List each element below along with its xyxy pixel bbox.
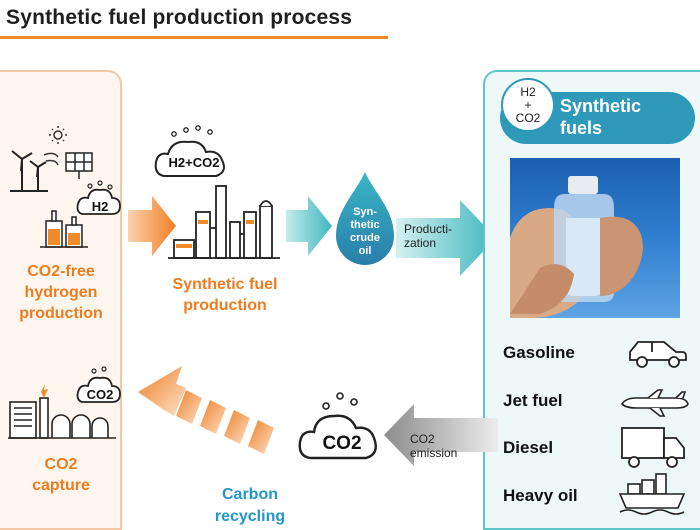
h2-cloud-label: H2 — [91, 199, 109, 214]
title-underline — [0, 36, 388, 39]
arrow-productization — [396, 200, 496, 276]
co2-cloud-small-label: CO2 — [86, 387, 114, 402]
truck-icon — [621, 427, 685, 468]
h2-co2-cloud-label: H2+CO2 — [168, 155, 220, 170]
production-label-line2: production — [183, 297, 267, 314]
hydrogen-label-line1: CO2-free — [27, 263, 95, 280]
carbon-recycling-line1: Carbon — [222, 486, 278, 503]
carbon-recycling-line2: recycling — [214, 508, 286, 525]
arrow-to-crude-oil — [286, 196, 332, 256]
airplane-icon — [620, 389, 689, 417]
co2-cloud-large-icon — [298, 392, 377, 460]
co2-cloud-small-icon — [76, 366, 121, 403]
co2-cloud-large-label: CO2 — [322, 433, 362, 454]
productization-label: Producti- zation — [404, 222, 453, 250]
crude-oil-label: Syn- thetic crude oil — [350, 206, 380, 257]
hydrogen-label-line2: hydrogen — [24, 284, 98, 301]
h2-co2-cloud-icon — [154, 125, 225, 177]
fuel-bottle-photo — [510, 158, 680, 318]
crude-oil-drop-icon — [336, 172, 394, 265]
renewable-energy-icon — [10, 126, 93, 248]
factory-icon — [168, 185, 280, 259]
synthetic-fuels-title: Synthetic fuels — [560, 96, 642, 138]
fuel-jet-fuel-label: Jet fuel — [503, 391, 563, 410]
fuel-gasoline-label: Gasoline — [503, 343, 575, 362]
hydrogen-label-line3: production — [19, 305, 103, 322]
arrow-to-production — [128, 196, 176, 256]
arrow-carbon-recycling — [138, 366, 274, 454]
capture-label-line1: CO2 — [44, 456, 78, 473]
car-icon — [629, 341, 687, 368]
capture-label-line2: capture — [32, 477, 90, 494]
fuel-heavy-oil-label: Heavy oil — [503, 486, 578, 505]
co2-capture-plant-icon — [8, 384, 116, 439]
page-title: Synthetic fuel production process — [6, 6, 353, 29]
co2-emission-label: CO2 emission — [410, 432, 458, 460]
h2-co2-formula: H2 + CO2 — [515, 85, 541, 125]
h2-co2-formula-circle — [501, 78, 555, 132]
ship-icon — [618, 473, 686, 515]
h2-cloud-icon — [76, 180, 121, 215]
bottle-in-hand-image — [510, 176, 643, 318]
left-panel — [0, 70, 122, 530]
production-label-line1: Synthetic fuel — [172, 276, 278, 293]
arrow-co2-emission — [384, 404, 498, 466]
fuel-diesel-label: Diesel — [503, 438, 554, 457]
